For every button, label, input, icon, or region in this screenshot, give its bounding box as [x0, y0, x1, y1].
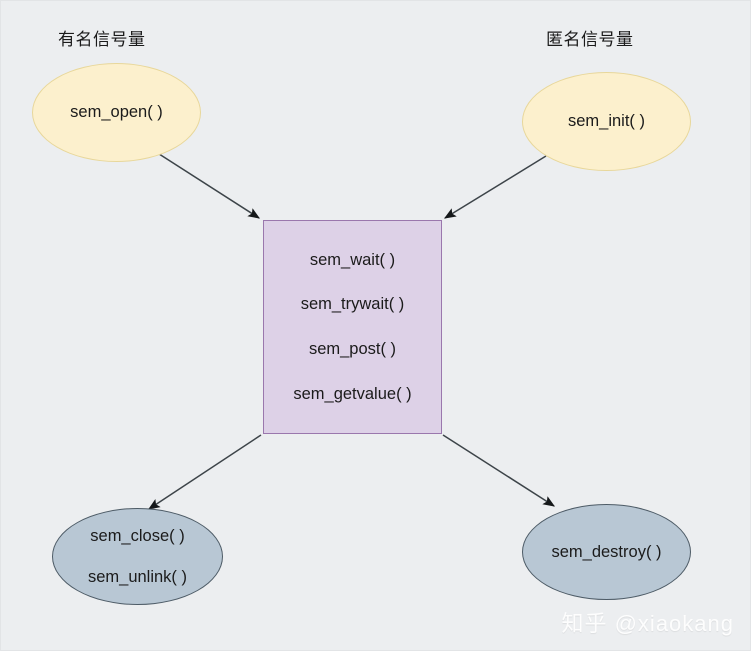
edge-operations-to-sem-close — [147, 434, 262, 510]
edge-sem-init-to-operations — [443, 155, 547, 219]
node-sem-open-text: sem_open( ) — [70, 102, 163, 123]
node-sem-init-line-0: sem_init( ) — [567, 112, 645, 131]
node-sem-destroy-text: sem_destroy( ) — [551, 542, 661, 563]
node-semaphore-operations[interactable]: sem_wait( ) sem_trywait( ) sem_post( ) s… — [263, 220, 442, 434]
node-sem-init-text: sem_init( ) — [568, 111, 645, 132]
node-sem-open-line-0: sem_open( ) — [70, 103, 163, 122]
node-operations-line-0: sem_wait( ) — [309, 250, 396, 269]
caption-anonymous-semaphore: 匿名信号量 — [546, 30, 634, 49]
node-operations-line-2: sem_post( ) — [308, 340, 397, 358]
watermark: 知乎 @xiaokang — [561, 611, 734, 636]
edge-operations-to-sem-destroy — [442, 434, 556, 507]
node-sem-close-line-1: sem_unlink( ) — [87, 567, 188, 586]
node-operations-line-1: sem_trywait( ) — [300, 295, 405, 314]
caption-named-semaphore: 有名信号量 — [58, 30, 146, 49]
node-sem-destroy[interactable]: sem_destroy( ) — [522, 504, 691, 600]
node-sem-close[interactable]: sem_close( ) sem_unlink( ) — [52, 508, 223, 605]
edge-sem-open-to-operations — [155, 151, 261, 219]
node-operations-text: sem_wait( ) sem_trywait( ) sem_post( ) s… — [293, 250, 411, 405]
node-sem-open[interactable]: sem_open( ) — [32, 63, 201, 162]
node-sem-destroy-line-0: sem_destroy( ) — [551, 542, 662, 561]
node-sem-init[interactable]: sem_init( ) — [522, 72, 691, 171]
node-sem-close-line-0: sem_close( ) — [90, 526, 185, 545]
node-operations-line-3: sem_getvalue( ) — [293, 384, 412, 403]
node-sem-close-text: sem_close( ) sem_unlink( ) — [88, 526, 187, 587]
